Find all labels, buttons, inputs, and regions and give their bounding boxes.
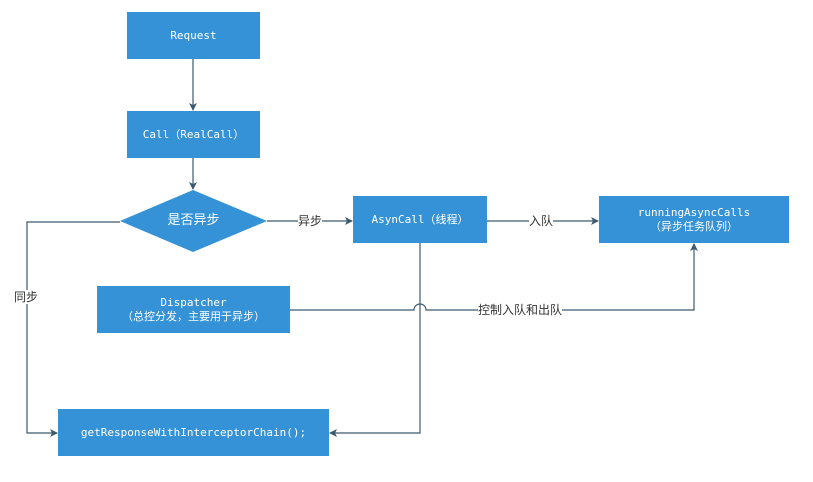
node-asyncall[interactable]: AsynCall（线程） (353, 196, 487, 243)
edge-decision-getresponse (26, 221, 120, 437)
node-running-line1: runningAsyncCalls (637, 205, 751, 219)
node-asyncall-label: AsynCall（线程） (371, 212, 469, 226)
decision-label: 是否异步 (167, 213, 220, 228)
node-running-line2: （异步任务队列） (650, 219, 738, 233)
edge-label-enqueue: 入队 (529, 214, 554, 228)
node-dispatcher[interactable]: Dispatcher （总控分发，主要用于异步） (97, 286, 290, 333)
node-dispatcher-line2: （总控分发，主要用于异步） (122, 309, 265, 323)
node-get-response-label: getResponseWithInterceptorChain(); (80, 425, 307, 439)
node-get-response[interactable]: getResponseWithInterceptorChain(); (58, 409, 329, 456)
node-running-async-calls[interactable]: runningAsyncCalls （异步任务队列） (599, 196, 789, 243)
node-dispatcher-line1: Dispatcher (160, 295, 227, 309)
edge-label-async: 异步 (298, 214, 323, 228)
node-call-label: Call（RealCall） (142, 127, 245, 141)
edge-label-control: 控制入队和出队 (478, 303, 563, 317)
node-call[interactable]: Call（RealCall） (127, 111, 260, 158)
decision-diamond (120, 190, 267, 252)
node-request[interactable]: Request (127, 12, 260, 59)
edge-label-sync: 同步 (14, 290, 39, 304)
edge-dispatcher-running (290, 243, 698, 311)
edge-asyncall-getresponse (329, 243, 421, 437)
node-request-label: Request (170, 28, 217, 42)
